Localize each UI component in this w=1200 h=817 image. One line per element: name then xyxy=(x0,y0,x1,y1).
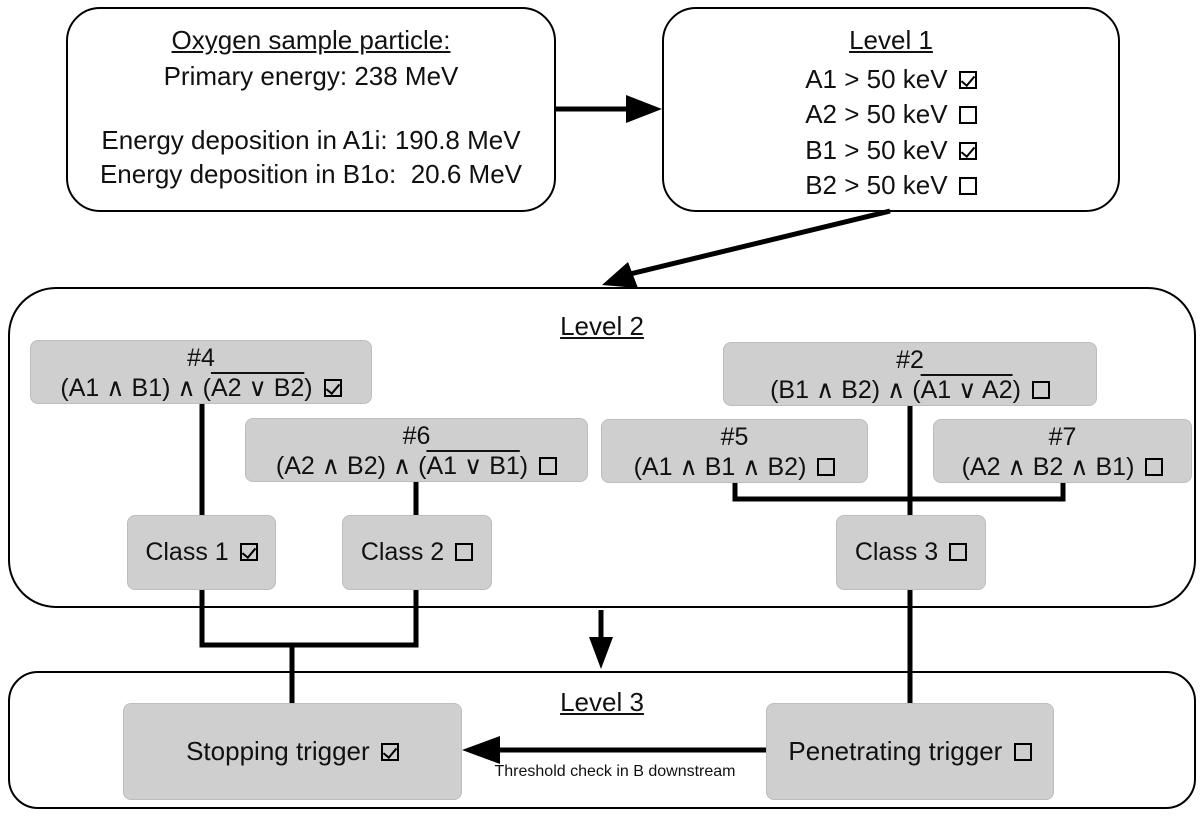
rule-6-suffix: ) xyxy=(519,452,529,480)
unchecked-box-icon xyxy=(817,458,836,476)
arrowhead-icon xyxy=(626,95,662,123)
level1-row-b2: B2 > 50 keV xyxy=(664,170,1118,201)
arrowhead-icon xyxy=(589,637,613,669)
rule-2-suffix: ) xyxy=(1012,376,1021,404)
unchecked-box-icon xyxy=(455,543,474,561)
rule-7-expression: (A2 ∧ B2 ∧ B1) xyxy=(934,452,1191,482)
sample-particle-box: Oxygen sample particle: Primary energy: … xyxy=(66,7,556,212)
rule-2-expression: (B1 ∧ B2) ∧ (A1 ∨ A2) xyxy=(724,375,1096,405)
checked-box-icon xyxy=(380,743,399,761)
level1-row-b2-label: B2 > 50 keV xyxy=(805,170,948,200)
rule-2-negated: A1 ∨ A2 xyxy=(920,376,1013,404)
rule-7-id: #7 xyxy=(1048,423,1077,451)
unchecked-box-icon xyxy=(949,543,968,561)
level1-row-b1-label: B1 > 50 keV xyxy=(805,135,948,165)
checked-box-icon xyxy=(958,71,977,89)
rule-6-box: #6 (A2 ∧ B2) ∧ (A1 ∨ B1) xyxy=(245,418,588,482)
arrowhead-icon xyxy=(602,262,638,288)
rule-2-box: #2 (B1 ∧ B2) ∧ (A1 ∨ A2) xyxy=(723,342,1097,406)
level3-title: Level 3 xyxy=(560,687,644,717)
rule-4-box: #4 (A1 ∧ B1) ∧ (A2 ∨ B2) xyxy=(30,340,372,404)
class-2-box: Class 2 xyxy=(342,515,492,590)
arrowhead-icon xyxy=(462,736,500,764)
level1-row-a1: A1 > 50 keV xyxy=(664,64,1118,95)
rule-4-negated: A2 ∨ B2 xyxy=(210,374,305,402)
stopping-trigger-label: Stopping trigger xyxy=(186,736,370,766)
level1-row-b1: B1 > 50 keV xyxy=(664,135,1118,166)
threshold-check-label: Threshold check in B downstream xyxy=(494,763,736,780)
rule-4-suffix: ) xyxy=(304,374,313,402)
rule-5-expression: (A1 ∧ B1 ∧ B2) xyxy=(602,452,867,482)
rule-4-expression: (A1 ∧ B1) ∧ (A2 ∨ B2) xyxy=(31,373,371,403)
stopping-trigger-box: Stopping trigger xyxy=(123,703,462,800)
rule-2-id: #2 xyxy=(896,346,924,374)
level1-title: Level 1 xyxy=(849,25,933,55)
checked-box-icon xyxy=(239,543,258,561)
unchecked-box-icon xyxy=(958,106,977,124)
unchecked-box-icon xyxy=(1145,458,1164,476)
level1-row-a1-label: A1 > 50 keV xyxy=(805,64,948,94)
rule-7-box: #7 (A2 ∧ B2 ∧ B1) xyxy=(933,419,1192,483)
checked-box-icon xyxy=(958,142,977,160)
class-1-label: Class 1 xyxy=(145,538,229,566)
level1-box: Level 1 A1 > 50 keV A2 > 50 keV B1 > 50 … xyxy=(662,7,1120,212)
energy-deposition-a1i: Energy deposition in A1i: 190.8 MeV xyxy=(101,125,521,155)
rule-5-id: #5 xyxy=(720,423,749,451)
rule-2-prefix: (B1 ∧ B2) ∧ ( xyxy=(770,376,921,404)
class-2-label: Class 2 xyxy=(360,538,445,566)
penetrating-trigger-box: Penetrating trigger xyxy=(766,703,1054,800)
unchecked-box-icon xyxy=(539,457,558,475)
rule-6-prefix: (A2 ∧ B2) ∧ ( xyxy=(275,452,427,480)
energy-deposition-b1o: Energy deposition in B1o: 20.6 MeV xyxy=(99,159,523,189)
unchecked-box-icon xyxy=(958,177,977,195)
level1-row-a2-label: A2 > 50 keV xyxy=(805,99,948,129)
rule-6-negated: A1 ∨ B1 xyxy=(426,452,520,480)
level2-title: Level 2 xyxy=(560,311,644,341)
class-3-box: Class 3 xyxy=(836,515,986,590)
class-3-label: Class 3 xyxy=(854,538,939,566)
rule-5-box: #5 (A1 ∧ B1 ∧ B2) xyxy=(601,419,868,483)
penetrating-trigger-label: Penetrating trigger xyxy=(788,736,1003,766)
rule-7-expr: (A2 ∧ B2 ∧ B1) xyxy=(961,453,1135,481)
rule-5-expr: (A1 ∧ B1 ∧ B2) xyxy=(633,453,807,481)
rule-4-id: #4 xyxy=(187,344,215,372)
primary-energy: Primary energy: 238 MeV xyxy=(163,61,459,91)
class-1-box: Class 1 xyxy=(127,515,276,590)
rule-6-expression: (A2 ∧ B2) ∧ (A1 ∨ B1) xyxy=(246,451,587,481)
rule-6-id: #6 xyxy=(402,422,431,450)
unchecked-box-icon xyxy=(1031,381,1050,399)
unchecked-box-icon xyxy=(1013,743,1032,761)
sample-title: Oxygen sample particle: xyxy=(171,25,451,55)
rule-4-prefix: (A1 ∧ B1) ∧ ( xyxy=(60,374,211,402)
level1-row-a2: A2 > 50 keV xyxy=(664,99,1118,130)
checked-box-icon xyxy=(323,379,342,397)
